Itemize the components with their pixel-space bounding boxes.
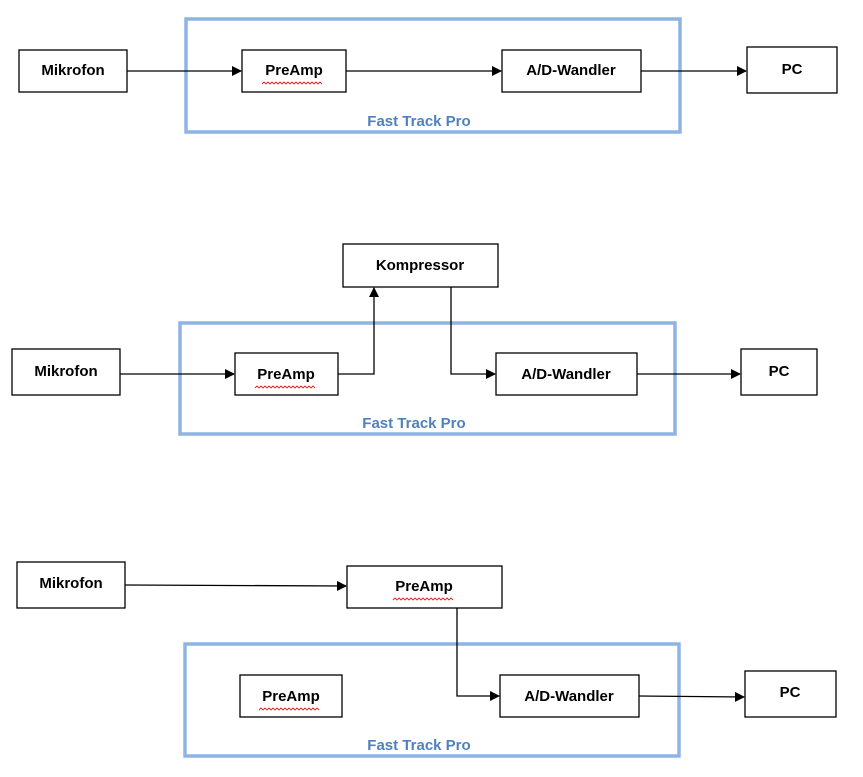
kompressor-label: Kompressor — [376, 257, 465, 274]
mikrofon-label: Mikrofon — [39, 575, 102, 592]
mikrofon-box: Mikrofon — [16, 561, 126, 609]
fast-track-pro-frame — [183, 642, 681, 758]
adwandler-label: A/D-Wandler — [526, 62, 616, 79]
pc-box: PC — [746, 46, 838, 94]
arrow-preamp-to-kompressor — [338, 287, 379, 375]
preamp-label: PreAmp — [265, 62, 323, 79]
kompressor-box: Kompressor — [342, 243, 499, 288]
mikrofon-box: Mikrofon — [11, 348, 121, 396]
adwandler-label: A/D-Wandler — [521, 366, 611, 383]
spellcheck-underline — [258, 707, 320, 711]
fast-track-pro-frame — [178, 321, 677, 436]
diagram-2: Fast Track Pro Kompressor Mikrofon PreAm… — [11, 243, 818, 436]
adwandler-box: A/D-Wandler — [499, 674, 640, 718]
fast-track-pro-label: Fast Track Pro — [367, 113, 470, 130]
preamp-label: PreAmp — [257, 366, 315, 383]
spellcheck-underline — [261, 81, 323, 85]
spellcheck-underline — [392, 597, 454, 601]
preamp-internal-label: PreAmp — [262, 688, 320, 705]
arrow-preamp-external-to-adwandler — [456, 608, 500, 701]
mikrofon-box: Mikrofon — [18, 49, 128, 93]
fast-track-pro-label: Fast Track Pro — [362, 415, 465, 432]
adwandler-box: A/D-Wandler — [501, 49, 642, 93]
pc-box: PC — [744, 670, 837, 718]
adwandler-box: A/D-Wandler — [495, 352, 638, 396]
preamp-internal-box: PreAmp — [239, 674, 343, 718]
pc-box: PC — [740, 348, 818, 396]
diagram-1: Fast Track Pro Mikrofon PreAmp A/D-Wandl… — [18, 17, 838, 134]
diagram-3: Fast Track Pro Mikrofon PreAmp PreAmp A/… — [16, 561, 837, 758]
arrow-kompressor-to-adwandler — [450, 287, 496, 379]
arrow-adwandler-to-pc — [638, 691, 745, 702]
arrow-mikrofon-to-preamp-external — [124, 580, 347, 591]
mikrofon-label: Mikrofon — [41, 62, 104, 79]
fast-track-pro-frame — [184, 17, 682, 134]
preamp-box: PreAmp — [234, 352, 339, 396]
pc-label: PC — [769, 363, 790, 380]
adwandler-label: A/D-Wandler — [524, 688, 614, 705]
spellcheck-underline — [254, 385, 316, 389]
pc-label: PC — [782, 61, 803, 78]
mikrofon-label: Mikrofon — [34, 363, 97, 380]
fast-track-pro-label: Fast Track Pro — [367, 737, 470, 754]
preamp-external-box: PreAmp — [346, 565, 503, 609]
pc-label: PC — [780, 684, 801, 701]
preamp-box: PreAmp — [241, 49, 347, 93]
preamp-external-label: PreAmp — [395, 578, 453, 595]
